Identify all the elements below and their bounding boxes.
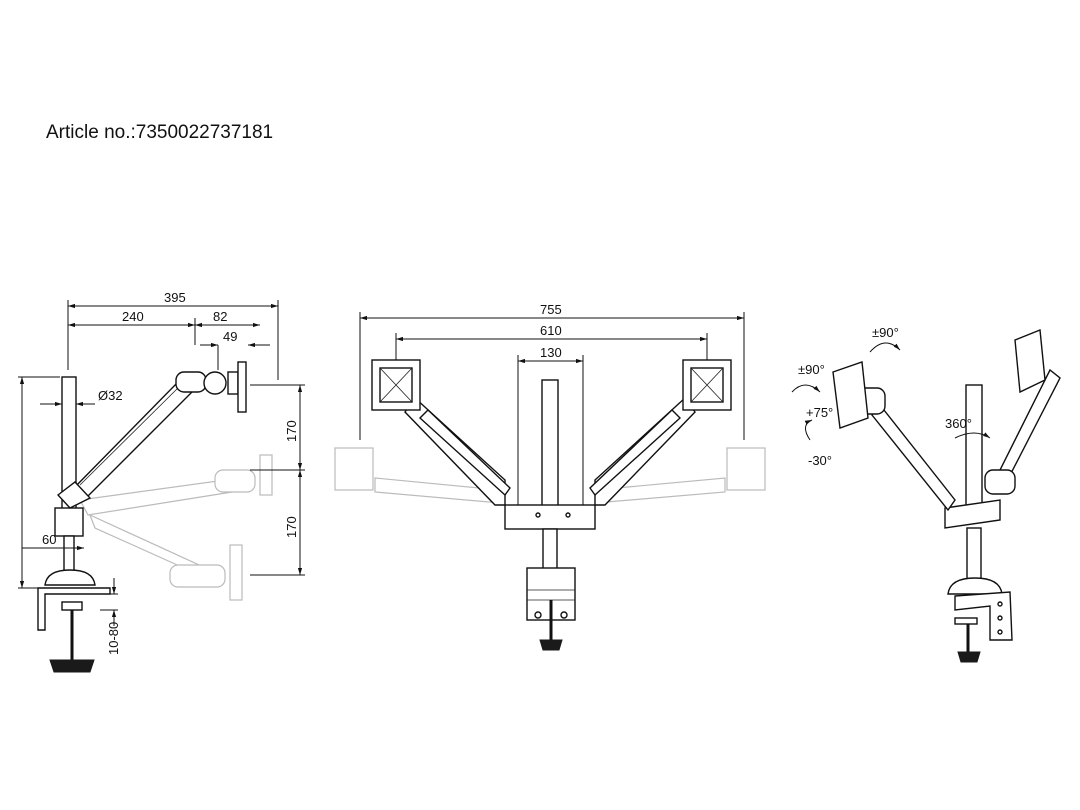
side-elbow: [175, 371, 207, 393]
dim-diameter: Ø32: [98, 388, 123, 403]
side-ghost-arm: [79, 454, 273, 601]
iso-view: ±90° ±90° +75° -30° 360°: [791, 325, 1061, 663]
front-pole: [541, 379, 559, 509]
iso-swivel-label: ±90°: [798, 362, 825, 377]
side-view: 395 240 82 49 Ø32 170 170 60 10-80: [18, 290, 305, 673]
article-number: Article no.:7350022737181: [46, 122, 274, 143]
iso-tilt-up-label: +75°: [806, 405, 833, 420]
side-pole-lower: [63, 535, 75, 572]
dim-clamp-range: 10-80: [106, 622, 121, 655]
front-ghost: [334, 447, 766, 504]
iso-crossbar: [944, 499, 1001, 529]
dim-610: 610: [540, 323, 562, 338]
iso-left-arm: [871, 403, 956, 512]
iso-base: [947, 577, 1003, 595]
iso-right-vesa: [1014, 329, 1046, 394]
side-clamp: [37, 587, 111, 631]
front-knob: [539, 639, 563, 651]
front-view: 755 610 130: [334, 302, 766, 651]
side-pole-collar: [54, 507, 84, 537]
iso-arrow-rotate: [869, 342, 901, 353]
side-clamp-pad: [61, 601, 83, 611]
dim-82: 82: [213, 309, 227, 324]
iso-left-vesa: [832, 361, 869, 429]
dim-240: 240: [122, 309, 144, 324]
dim-60: 60: [42, 532, 56, 547]
iso-arrow-pole: [954, 432, 991, 439]
iso-pole-rotation-label: 360°: [945, 416, 972, 431]
iso-clamp: [954, 591, 1013, 641]
side-gas-arm: [70, 381, 194, 499]
iso-tilt-down-label: -30°: [808, 453, 832, 468]
side-knob: [49, 659, 95, 673]
dim-395: 395: [164, 290, 186, 305]
dim-170-up: 170: [284, 420, 299, 442]
iso-arrow-tilt: [804, 419, 813, 441]
side-joint: [203, 371, 227, 395]
dim-130: 130: [540, 345, 562, 360]
front-crossbar: [504, 504, 596, 530]
dim-170-down: 170: [284, 516, 299, 538]
iso-arrow-swivel: [791, 384, 821, 393]
dim-755: 755: [540, 302, 562, 317]
side-base: [44, 569, 96, 586]
iso-pole-lower: [966, 527, 982, 584]
iso-rotate-label: ±90°: [872, 325, 899, 340]
dim-49: 49: [223, 329, 237, 344]
front-pole-lower: [542, 528, 558, 570]
iso-knob: [957, 651, 981, 663]
side-vesa-plate: [237, 361, 247, 413]
iso-pole: [965, 384, 983, 521]
